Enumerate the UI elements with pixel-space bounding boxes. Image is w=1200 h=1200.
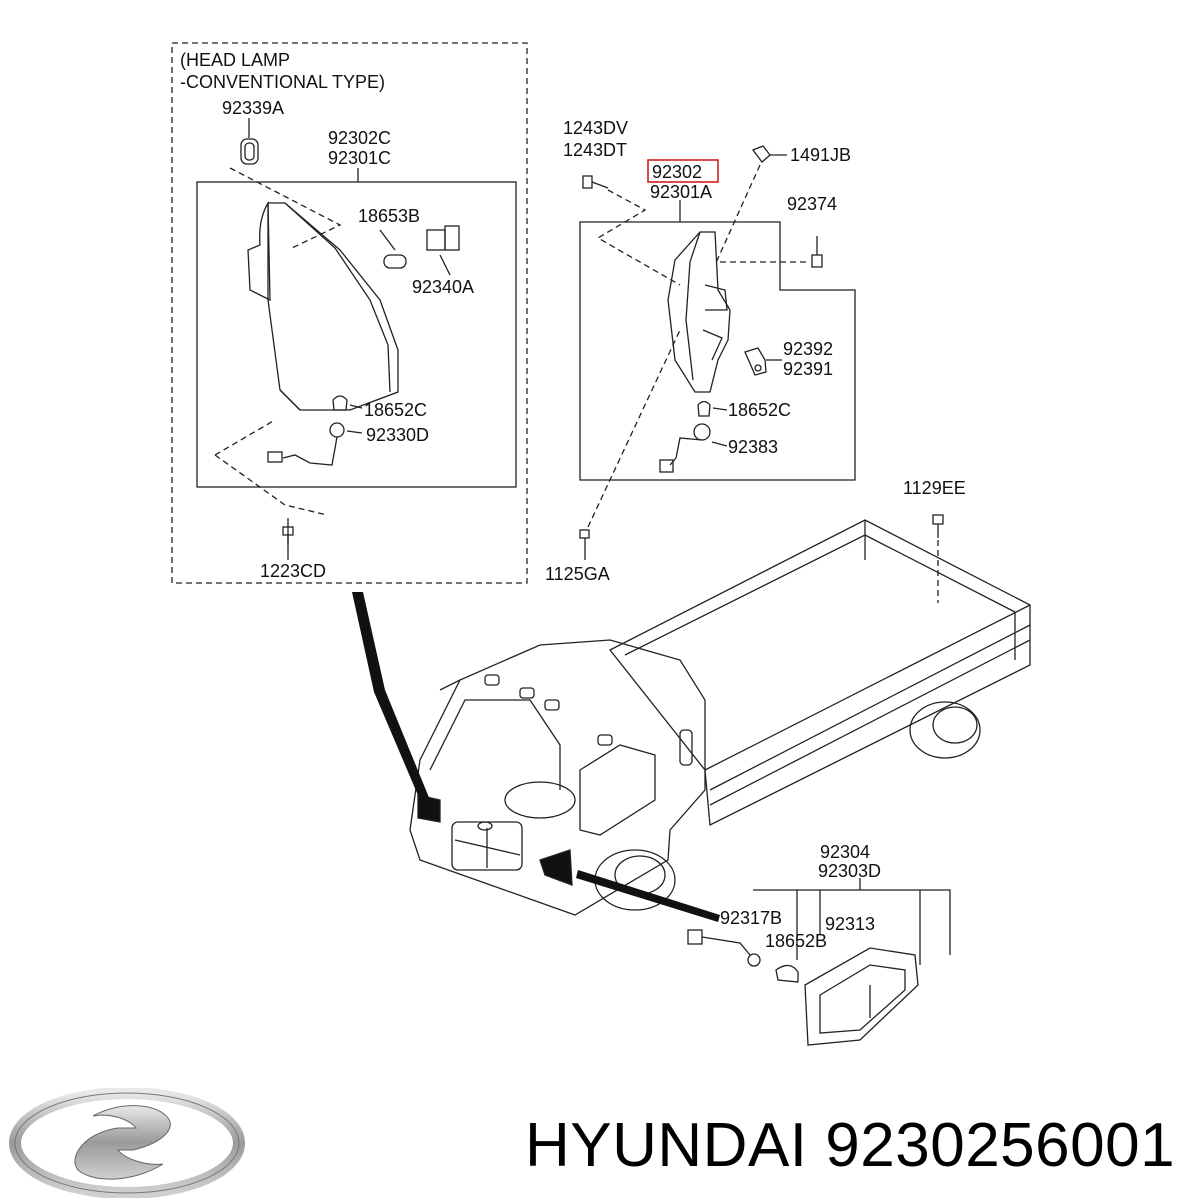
label-92302: 92302 — [652, 162, 702, 182]
pointer-side-marker — [576, 870, 720, 922]
label-1129EE: 1129EE — [903, 478, 966, 498]
label-92304: 92304 — [820, 842, 870, 862]
label-92374: 92374 — [787, 194, 837, 214]
bulb-18652c-right — [697, 400, 711, 417]
label-92340A: 92340A — [412, 277, 474, 297]
screw-1223cd — [282, 526, 294, 545]
headlamp-assembly-frame — [196, 181, 517, 488]
brand-name: HYUNDAI — [525, 1111, 808, 1180]
screw-1129ee — [932, 514, 944, 538]
label-92391: 92391 — [783, 359, 833, 379]
hyundai-logo — [9, 1088, 245, 1198]
bulb-18653b — [383, 254, 407, 269]
truck-illustration — [409, 519, 1031, 916]
side-marker-lens — [804, 947, 919, 1046]
label-92317B: 92317B — [720, 908, 782, 928]
label-92313: 92313 — [825, 914, 875, 934]
label-1491JB: 1491JB — [790, 145, 851, 165]
part-highlight-box — [647, 159, 719, 183]
part-number: 9230256001 — [825, 1111, 1176, 1180]
inset-title-line2: -CONVENTIONAL TYPE) — [180, 72, 385, 92]
wire-harness-92383 — [659, 423, 711, 473]
label-18652C-right: 18652C — [728, 400, 791, 420]
label-18652B: 18652B — [765, 931, 827, 951]
label-18653B: 18653B — [358, 206, 420, 226]
label-92302C: 92302C — [328, 128, 391, 148]
label-1243DV: 1243DV — [563, 118, 628, 138]
label-92339A: 92339A — [222, 98, 284, 118]
label-92330D: 92330D — [366, 425, 429, 445]
label-18652C-left: 18652C — [364, 400, 427, 420]
bulb-18652b — [775, 964, 799, 983]
label-92383: 92383 — [728, 437, 778, 457]
label-92392: 92392 — [783, 339, 833, 359]
socket-92317b — [687, 929, 761, 967]
clip-1491jb — [751, 145, 787, 163]
label-92301A: 92301A — [650, 182, 712, 202]
headlamp-lens-right — [667, 231, 731, 393]
brand-part-caption: HYUNDAI 9230256001 — [525, 1110, 1175, 1181]
inset-title-line1: (HEAD LAMP — [180, 50, 290, 70]
bulb-18652c-left — [332, 395, 348, 411]
pointer-headlamp — [352, 592, 430, 800]
screw-1125ga — [579, 529, 590, 560]
bracket-92392 — [744, 347, 782, 376]
label-1125GA: 1125GA — [545, 564, 610, 584]
label-92301C: 92301C — [328, 148, 391, 168]
label-92303D: 92303D — [818, 861, 881, 881]
bolt-1243dv — [582, 175, 609, 189]
headlamp-lens — [247, 200, 399, 411]
bolt-92374 — [811, 236, 823, 268]
wire-harness-92330d — [267, 422, 345, 466]
label-1223CD: 1223CD — [260, 561, 326, 581]
gasket-part — [240, 138, 259, 165]
label-1243DT: 1243DT — [563, 140, 627, 160]
inset-dashed-frame — [171, 42, 528, 584]
socket-92340a — [426, 225, 460, 251]
headlamp-assembly-frame-right — [579, 221, 856, 481]
